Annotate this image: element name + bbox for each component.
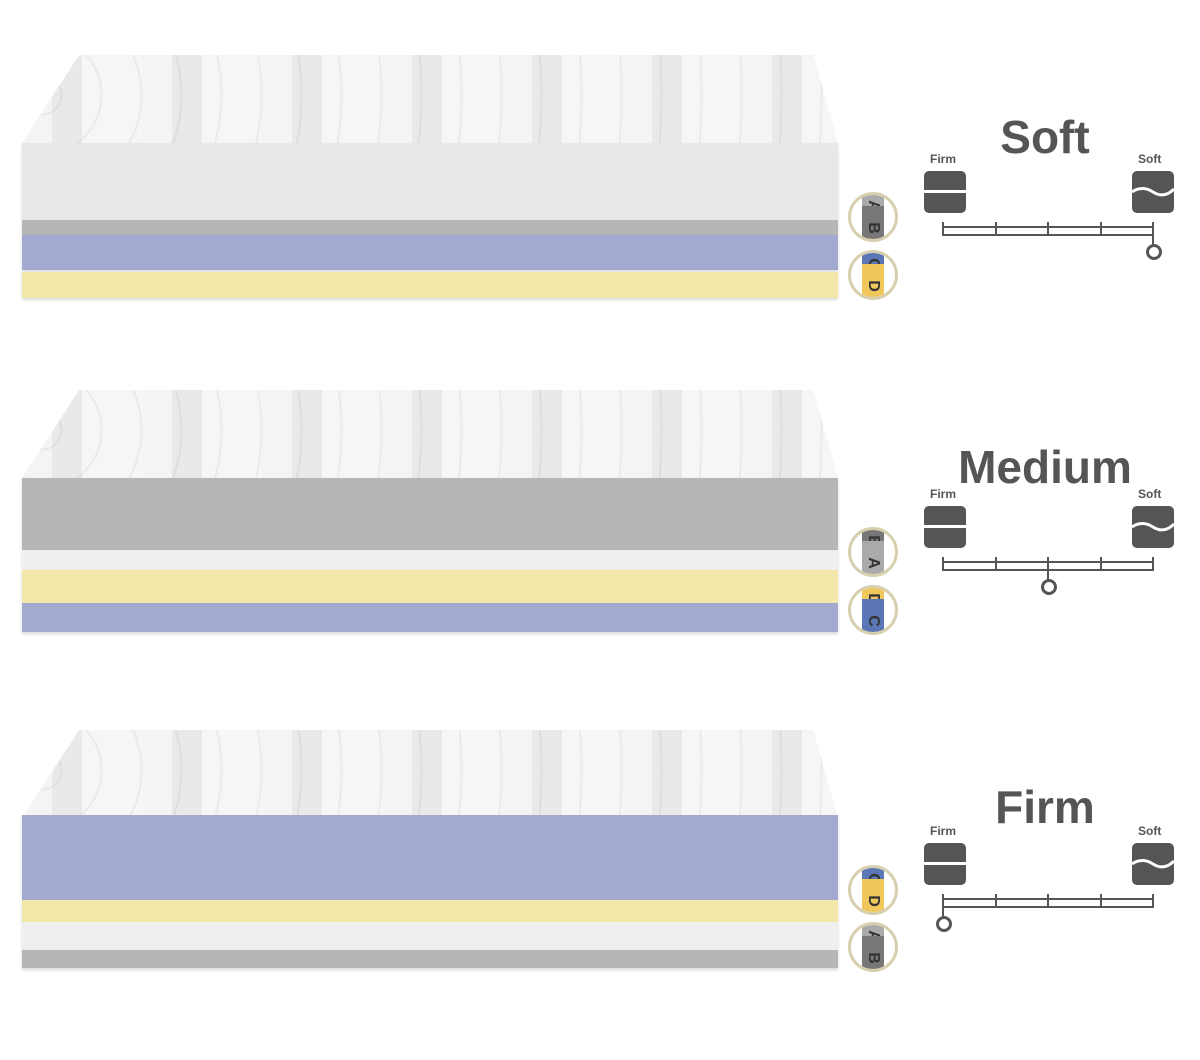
firmness-indicator — [1041, 567, 1057, 595]
scale-tick — [942, 222, 944, 234]
badge-ab: AB — [848, 922, 898, 972]
firm-label: Firm — [930, 487, 957, 501]
firm-label: Firm — [930, 152, 957, 166]
badge-letter: C — [862, 599, 884, 632]
soft-label: Soft — [1138, 152, 1162, 166]
layer-white — [22, 550, 838, 570]
panel-medium: BA DC Medium — [0, 390, 1200, 720]
firm-mattress-icon — [924, 171, 966, 213]
badge-letter: B — [862, 206, 884, 239]
layer-gray — [22, 478, 838, 550]
firmness-title: Medium — [958, 441, 1132, 493]
scale-tick — [994, 222, 997, 234]
firmness-title: Firm — [995, 781, 1095, 833]
soft-mattress-icon — [1132, 506, 1174, 548]
badge-letter: A — [862, 541, 884, 574]
layer-gray — [22, 950, 838, 968]
firm-mattress-icon — [924, 843, 966, 885]
firm-mattress-icon — [924, 506, 966, 548]
firmness-scale — [936, 894, 1154, 932]
badge-ab: BA — [848, 527, 898, 577]
badge-letter: D — [862, 879, 884, 912]
firmness-scale — [942, 222, 1162, 260]
firmness-title: Soft — [1000, 111, 1090, 163]
quilted-cover — [22, 730, 838, 818]
scale-tick — [1047, 557, 1049, 569]
layer-blue — [22, 603, 838, 632]
badge-cd: DC — [848, 585, 898, 635]
scale-tick — [942, 894, 944, 906]
scale-tick — [942, 557, 944, 569]
scale-tick — [1099, 894, 1102, 906]
firmness-scale — [942, 557, 1154, 595]
scale-tick — [1099, 222, 1102, 234]
layer-yellow — [22, 272, 838, 298]
layer-light-gray — [22, 143, 838, 220]
scale-tick — [1099, 557, 1102, 569]
soft-mattress-icon — [1132, 171, 1174, 213]
badge-cd: CD — [848, 865, 898, 915]
layer-white — [22, 922, 838, 950]
badge-letter: B — [862, 936, 884, 969]
firmness-indicator — [1146, 232, 1162, 260]
badge-ab: AB — [848, 192, 898, 242]
panel-firm: CD AB Firm — [0, 730, 1200, 1060]
soft-label: Soft — [1138, 824, 1162, 838]
firm-label: Firm — [930, 824, 957, 838]
scale-tick — [1047, 222, 1049, 234]
layer-blue — [22, 235, 838, 270]
badge-cd: CD — [848, 250, 898, 300]
soft-label: Soft — [1138, 487, 1162, 501]
layer-gray — [22, 220, 838, 235]
panel-soft: AB CD Soft — [0, 55, 1200, 385]
quilted-cover — [22, 390, 838, 478]
scale-tick — [994, 557, 997, 569]
scale-tick — [1152, 894, 1154, 906]
quilted-cover — [22, 55, 838, 143]
scale-tick — [1152, 222, 1154, 234]
layer-blue — [22, 815, 838, 900]
layer-yellow — [22, 900, 838, 922]
scale-tick — [1152, 557, 1154, 569]
firmness-indicator — [936, 904, 952, 932]
badge-letter: D — [862, 264, 884, 297]
layer-yellow — [22, 570, 838, 603]
scale-tick — [1047, 894, 1049, 906]
scale-tick — [994, 894, 997, 906]
soft-mattress-icon — [1132, 843, 1174, 885]
